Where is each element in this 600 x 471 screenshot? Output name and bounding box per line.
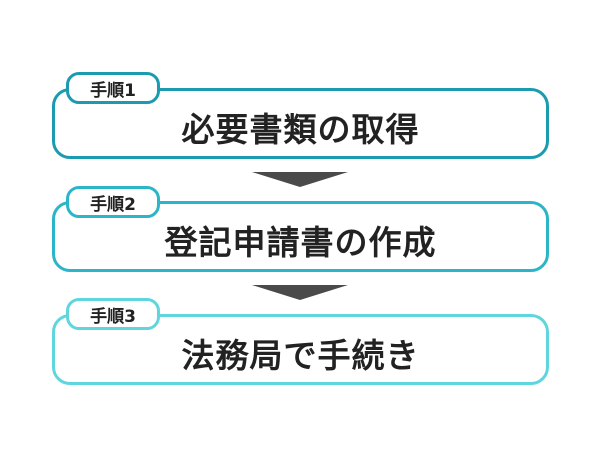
step-title: 法務局で手続き xyxy=(181,335,420,375)
step-label: 手順3 xyxy=(66,298,160,330)
down-arrow-icon xyxy=(252,172,348,187)
step-title: 必要書類の取得 xyxy=(181,109,420,149)
down-arrow-icon xyxy=(252,285,348,300)
step-box: 登記申請書の作成 xyxy=(52,201,549,272)
step-title: 登記申請書の作成 xyxy=(164,222,437,262)
step-label: 手順2 xyxy=(66,186,160,218)
step-label: 手順1 xyxy=(66,72,160,104)
